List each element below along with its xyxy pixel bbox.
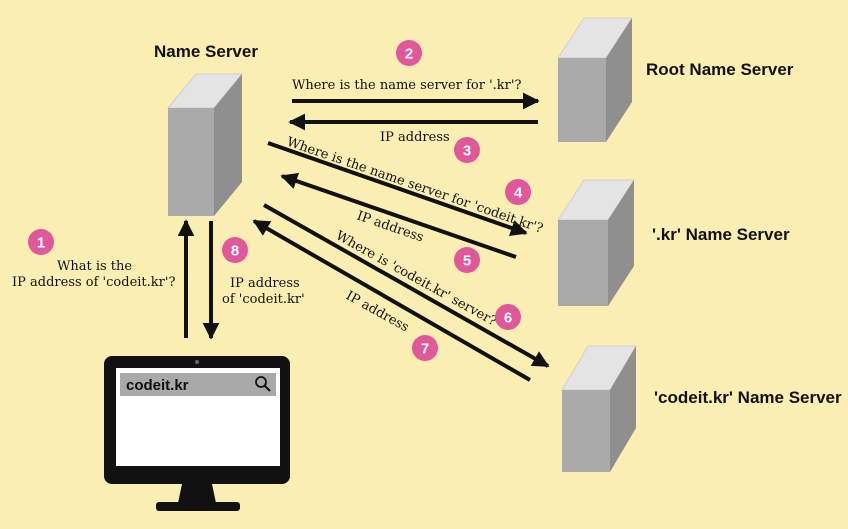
- step-8-label-line1: IP address: [230, 276, 300, 291]
- svg-text:4: 4: [514, 185, 523, 202]
- arrow-step-6: [263, 203, 550, 368]
- step-badge-4: 4: [505, 179, 531, 205]
- search-query: codeit.kr: [126, 377, 189, 394]
- step-2-label: Where is the name server for '.kr'?: [292, 78, 521, 93]
- root-server-title: Root Name Server: [646, 60, 794, 79]
- svg-text:5: 5: [463, 253, 471, 270]
- kr-server-icon: [557, 179, 635, 306]
- svg-text:6: 6: [504, 310, 512, 327]
- svg-text:2: 2: [405, 46, 413, 63]
- step-1-label-line2: IP address of 'codeit.kr'?: [12, 275, 175, 290]
- step-badge-6: 6: [495, 304, 521, 330]
- step-badge-8: 8: [222, 237, 248, 263]
- codeit-server-icon: [561, 345, 637, 472]
- step-badge-5: 5: [454, 247, 480, 273]
- step-8-label-line2: of 'codeit.kr': [222, 292, 305, 307]
- svg-text:1: 1: [37, 235, 45, 252]
- search-bar[interactable]: codeit.kr: [120, 373, 276, 396]
- kr-server-title: '.kr' Name Server: [652, 225, 790, 244]
- name-server-icon: [166, 73, 244, 216]
- svg-text:8: 8: [231, 243, 239, 260]
- root-server-icon: [557, 17, 633, 142]
- step-badge-3: 3: [454, 137, 480, 163]
- step-1-label-line1: What is the: [57, 259, 132, 274]
- step-badge-7: 7: [412, 335, 438, 361]
- svg-text:3: 3: [463, 143, 471, 160]
- arrow-step-4: [267, 141, 528, 236]
- name-server-title: Name Server: [154, 42, 258, 61]
- svg-text:7: 7: [421, 341, 429, 358]
- step-7-label: IP address: [343, 288, 411, 335]
- codeit-server-title: 'codeit.kr' Name Server: [654, 388, 842, 407]
- step-badge-2: 2: [396, 40, 422, 66]
- step-3-label: IP address: [380, 130, 450, 145]
- search-icon[interactable]: [255, 376, 271, 392]
- arrow-step-5: [280, 173, 517, 259]
- step-badge-1: 1: [28, 229, 54, 255]
- arrow-step-7: [252, 219, 531, 382]
